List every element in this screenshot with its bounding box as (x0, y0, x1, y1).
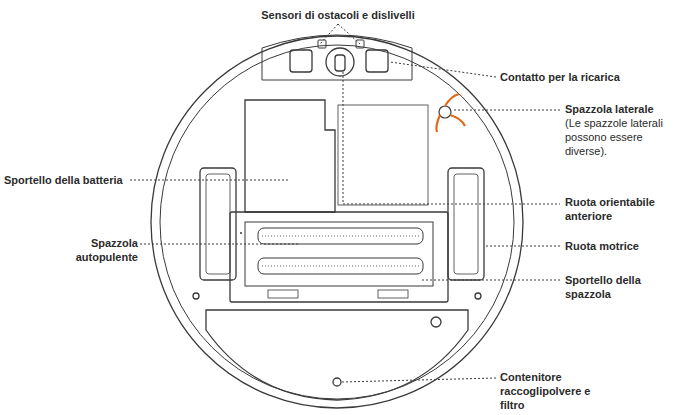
wheel-tread (206, 174, 230, 274)
front-bumper-area (262, 35, 412, 80)
dust-bin (206, 310, 468, 400)
bin-latch (333, 378, 341, 386)
brush-opening (245, 222, 433, 286)
part-label: Sportello della batteria (4, 173, 134, 187)
part-label: Sensori di ostacoli e dislivelli (213, 8, 463, 22)
part-label: Ruota motrice (565, 239, 675, 253)
part-label: Ruota orientabile anteriore (565, 195, 665, 223)
wheel-tread (454, 174, 478, 274)
part-label: Spazzola autopulente (60, 236, 138, 264)
battery-door (245, 100, 335, 212)
screw (431, 317, 441, 327)
bristles (262, 236, 420, 266)
brush-latch (378, 290, 408, 298)
charging-contact (290, 50, 312, 72)
caster-wheel (326, 48, 354, 76)
screw (193, 293, 199, 299)
brush-door (230, 212, 448, 302)
screw (475, 293, 481, 299)
side-brush (436, 94, 465, 132)
caster-wheel-hub (335, 55, 345, 71)
part-label: (Le spazzole laterali possono essere div… (565, 116, 673, 158)
drive-wheel (448, 168, 484, 280)
part-label: Spazzola laterale (565, 102, 675, 116)
part-label: Sportello della spazzola (565, 273, 665, 301)
brush-latch (268, 290, 298, 298)
part-label: Contenitore raccoglipolvere e filtro (500, 370, 610, 412)
sensor (318, 40, 326, 48)
part-label: Contatto per la ricarica (500, 70, 670, 84)
robot-inner-rim (160, 45, 514, 399)
leader-lines (130, 24, 560, 382)
chassis-panel (338, 105, 428, 205)
robot-outer-rim (151, 36, 523, 408)
charging-contact (366, 50, 388, 72)
